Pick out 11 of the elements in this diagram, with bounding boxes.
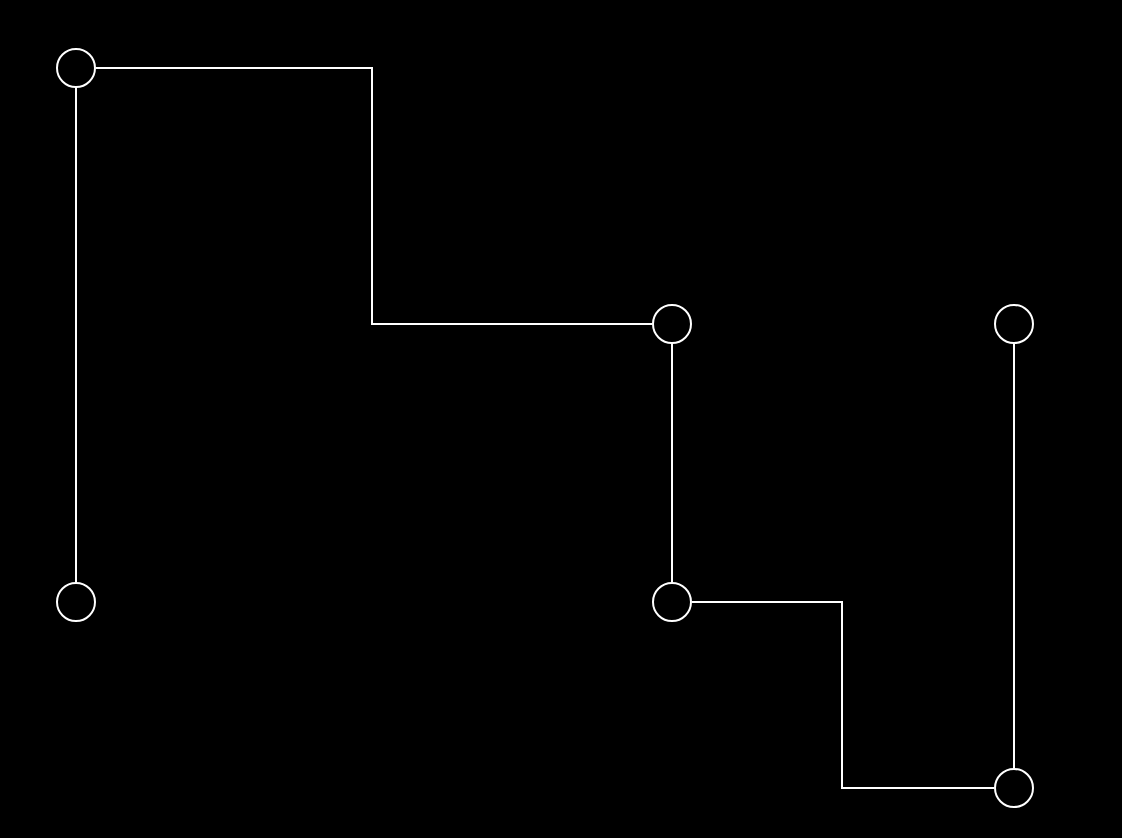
connector-line bbox=[1013, 343, 1015, 769]
circle-node bbox=[994, 304, 1034, 344]
circle-node bbox=[652, 582, 692, 622]
circle-node bbox=[56, 48, 96, 88]
connector-line bbox=[671, 343, 673, 583]
connector-line bbox=[691, 601, 995, 789]
connector-line bbox=[95, 67, 653, 325]
circle-node bbox=[994, 768, 1034, 808]
connector-line bbox=[75, 87, 77, 583]
circle-node bbox=[652, 304, 692, 344]
circle-node bbox=[56, 582, 96, 622]
